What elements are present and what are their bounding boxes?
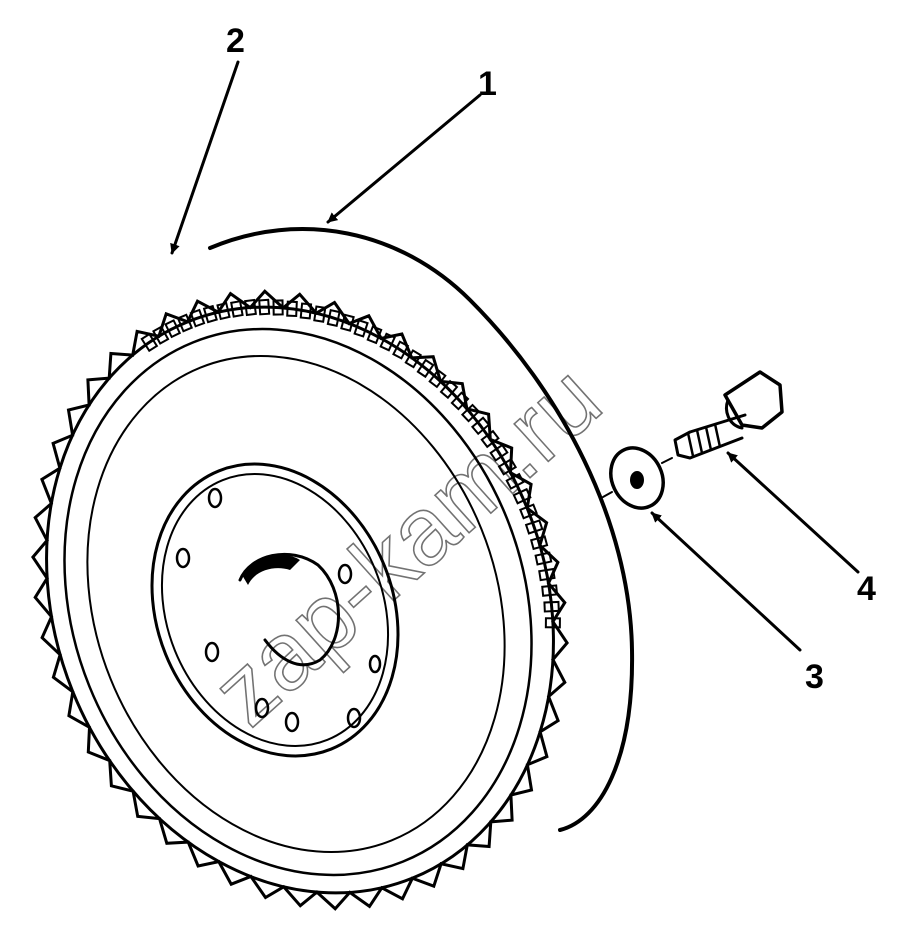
flywheel-back-rim <box>208 227 635 832</box>
bolt-axis-line <box>661 457 673 464</box>
ring-gear-tooth <box>230 300 244 318</box>
ring-gear-tooth <box>470 416 491 436</box>
washer-hole <box>630 471 644 489</box>
ring-gear-tooth <box>512 487 532 505</box>
ring-gear-tooth <box>202 304 218 324</box>
ring-gear-tooth <box>313 305 327 323</box>
leader-2 <box>170 60 240 255</box>
watermark-text: zap-kam.ru <box>192 345 620 746</box>
callout-4: 4 <box>857 570 876 608</box>
bolt-shank <box>673 413 747 460</box>
flywheel-hub <box>150 462 400 758</box>
ring-gear-tooth <box>258 298 271 316</box>
ring-gear-tooth <box>534 551 553 566</box>
center-bore <box>238 552 340 667</box>
bolt-flange <box>725 398 744 430</box>
bolt <box>661 370 784 464</box>
ring-gear-tooth <box>439 379 459 400</box>
ring-gear-tooth <box>519 503 538 520</box>
ring-gear-tooth <box>428 368 447 389</box>
flywheel-hub-inner <box>160 473 390 747</box>
ring-gear-tooth <box>152 325 170 345</box>
callout-1: 1 <box>478 65 497 103</box>
ring-gear-tooth <box>404 349 423 369</box>
hub-bolt-holes <box>175 487 382 733</box>
ring-gear-tooth <box>140 332 159 353</box>
ring-gear-tooth <box>272 299 284 316</box>
ring-gear-tooth <box>416 358 435 379</box>
ring-gear-tooth <box>541 584 559 597</box>
leader-3 <box>650 511 802 652</box>
ring-gear-tooth <box>216 302 231 321</box>
ring-gear-tooth <box>326 309 341 327</box>
ring-gear-tooth <box>189 308 206 328</box>
ring-gear-tooth <box>286 300 298 318</box>
callout-3: 3 <box>805 658 824 696</box>
ring-gear <box>31 289 569 911</box>
ring-gear-tooth <box>543 600 560 613</box>
ring-gear-tooth <box>340 313 355 332</box>
bolt-thread <box>686 423 722 457</box>
ring-gear-tooth <box>460 403 481 423</box>
callout-2: 2 <box>226 22 245 60</box>
ring-gear-tooth <box>299 302 313 320</box>
ring-gear-tooth <box>450 391 470 411</box>
ring-gear-tooth <box>392 340 410 360</box>
flywheel-friction-ring <box>86 354 506 854</box>
leader-4 <box>726 451 860 574</box>
flywheel-inner-edge <box>63 327 533 877</box>
bolt-head <box>723 370 784 430</box>
ring-gear-tooth <box>353 319 369 338</box>
ring-gear-tooth <box>366 325 383 345</box>
ring-gear-tooth <box>244 298 257 317</box>
ring-gear-tooth <box>529 535 549 551</box>
ring-gear-tooth <box>505 472 525 490</box>
ring-gear-tooth <box>489 443 509 462</box>
ring-gear-tooth <box>544 617 561 629</box>
ring-gear-tooth <box>164 319 182 339</box>
leader-lines <box>170 60 860 652</box>
ring-gear-tooth <box>538 567 556 582</box>
ring-gear-tooth <box>176 313 194 333</box>
ring-gear-tooth <box>480 429 500 449</box>
washer <box>602 446 665 510</box>
ring-gear-tooth <box>497 458 518 476</box>
ring-gear-tooth <box>379 332 396 352</box>
leader-1 <box>326 93 482 224</box>
washer-axis-line <box>602 491 613 498</box>
center-bore-shadow <box>242 555 300 585</box>
ring-gear-tooth <box>524 519 544 535</box>
